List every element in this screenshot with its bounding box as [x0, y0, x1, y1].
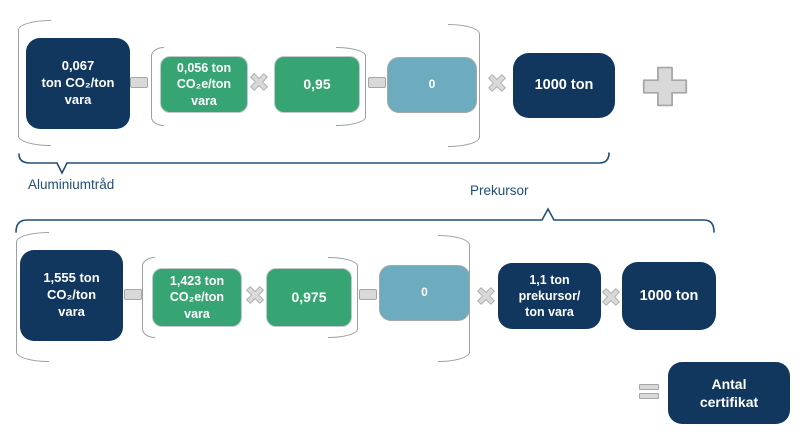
- precursor-emission-box: 1,555 ton CO₂/ton vara: [20, 250, 123, 341]
- aluminium-label: Aluminiumtråd: [28, 177, 115, 192]
- multiply-icon: [250, 73, 268, 91]
- multiply-icon: [477, 287, 495, 305]
- certificates-result-box: Antal certifikat: [668, 362, 790, 424]
- precursor-brace: [15, 207, 715, 233]
- precursor-paid-carbon-box: 0: [379, 265, 470, 321]
- aluminium-emission-box: 0,067 ton CO₂/ton vara: [26, 38, 130, 129]
- minus-icon: [359, 289, 377, 300]
- multiply-icon: [246, 286, 264, 304]
- plus-icon: [642, 66, 688, 107]
- minus-icon: [130, 77, 148, 88]
- aluminium-paid-carbon-box: 0: [387, 57, 477, 113]
- equals-icon: [639, 384, 659, 399]
- multiply-icon: [488, 74, 506, 92]
- multiply-icon: [602, 288, 620, 306]
- aluminium-benchmark-box: 0,056 ton CO₂e/ton vara: [160, 56, 248, 113]
- precursor-ratio-box: 1,1 ton prekursor/ ton vara: [498, 263, 601, 329]
- precursor-amount-box: 1000 ton: [622, 262, 716, 330]
- minus-icon: [124, 289, 142, 300]
- precursor-factor-box: 0,975: [266, 268, 352, 327]
- precursor-benchmark-box: 1,423 ton CO₂e/ton vara: [152, 268, 242, 327]
- aluminium-brace: [18, 152, 610, 175]
- aluminium-factor-box: 0,95: [274, 56, 360, 113]
- minus-icon: [368, 77, 386, 88]
- aluminium-amount-box: 1000 ton: [513, 53, 615, 118]
- precursor-label: Prekursor: [470, 183, 529, 198]
